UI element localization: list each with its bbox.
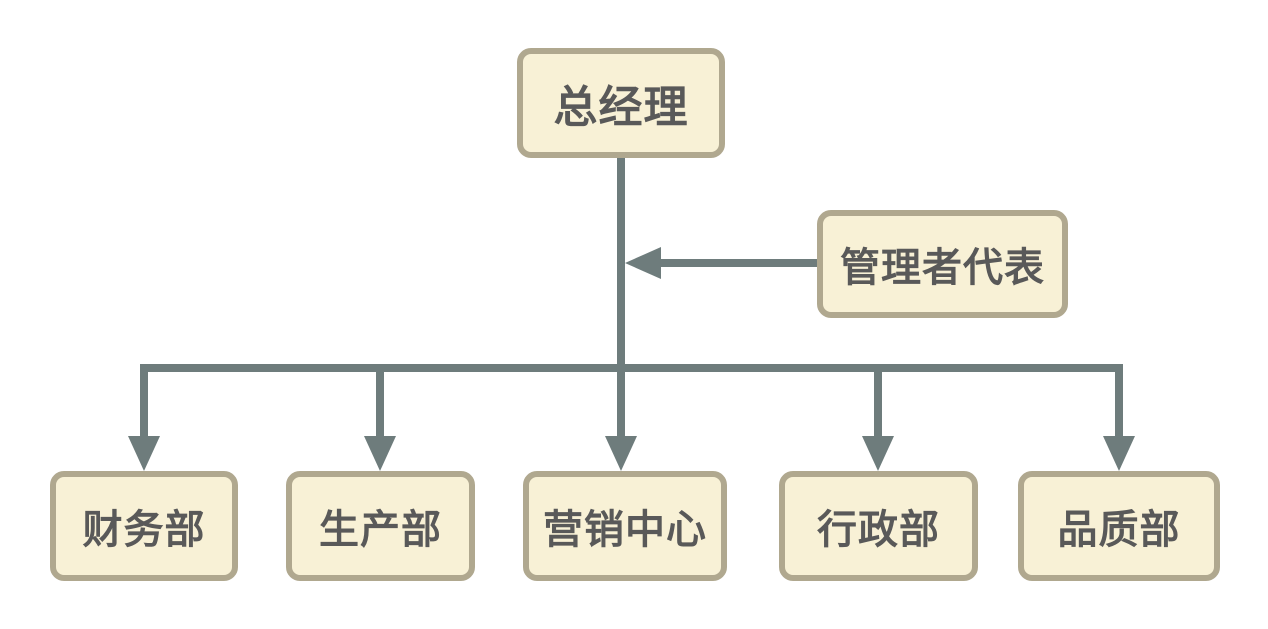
edge-drop-finance — [140, 364, 148, 438]
node-general-manager-label: 总经理 — [553, 83, 689, 132]
node-finance: 财务部 — [50, 471, 238, 581]
edge-rep-horizontal — [656, 259, 817, 267]
arrowhead-rep-to-trunk — [625, 247, 661, 279]
node-admin-label: 行政部 — [817, 508, 940, 552]
node-quality-label: 品质部 — [1057, 508, 1181, 552]
arrowhead-production — [364, 436, 396, 471]
edge-drop-production — [376, 364, 384, 438]
node-admin: 行政部 — [779, 471, 978, 581]
node-finance-label: 财务部 — [82, 508, 206, 552]
node-management-rep: 管理者代表 — [817, 210, 1068, 318]
edge-gm-trunk-vertical — [617, 157, 625, 438]
node-production: 生产部 — [286, 471, 475, 581]
node-management-rep-label: 管理者代表 — [840, 246, 1045, 290]
node-marketing-label: 营销中心 — [543, 508, 707, 552]
arrowhead-finance — [128, 436, 160, 471]
edge-drop-admin — [874, 364, 882, 438]
node-general-manager: 总经理 — [517, 48, 725, 158]
node-quality: 品质部 — [1018, 471, 1220, 581]
arrowhead-admin — [862, 436, 894, 471]
arrowhead-marketing — [605, 436, 637, 471]
arrowhead-quality — [1103, 436, 1135, 471]
edge-drop-quality — [1115, 364, 1123, 438]
node-production-label: 生产部 — [319, 508, 442, 552]
edge-horizontal-rail — [140, 364, 1123, 372]
node-marketing: 营销中心 — [523, 471, 727, 581]
